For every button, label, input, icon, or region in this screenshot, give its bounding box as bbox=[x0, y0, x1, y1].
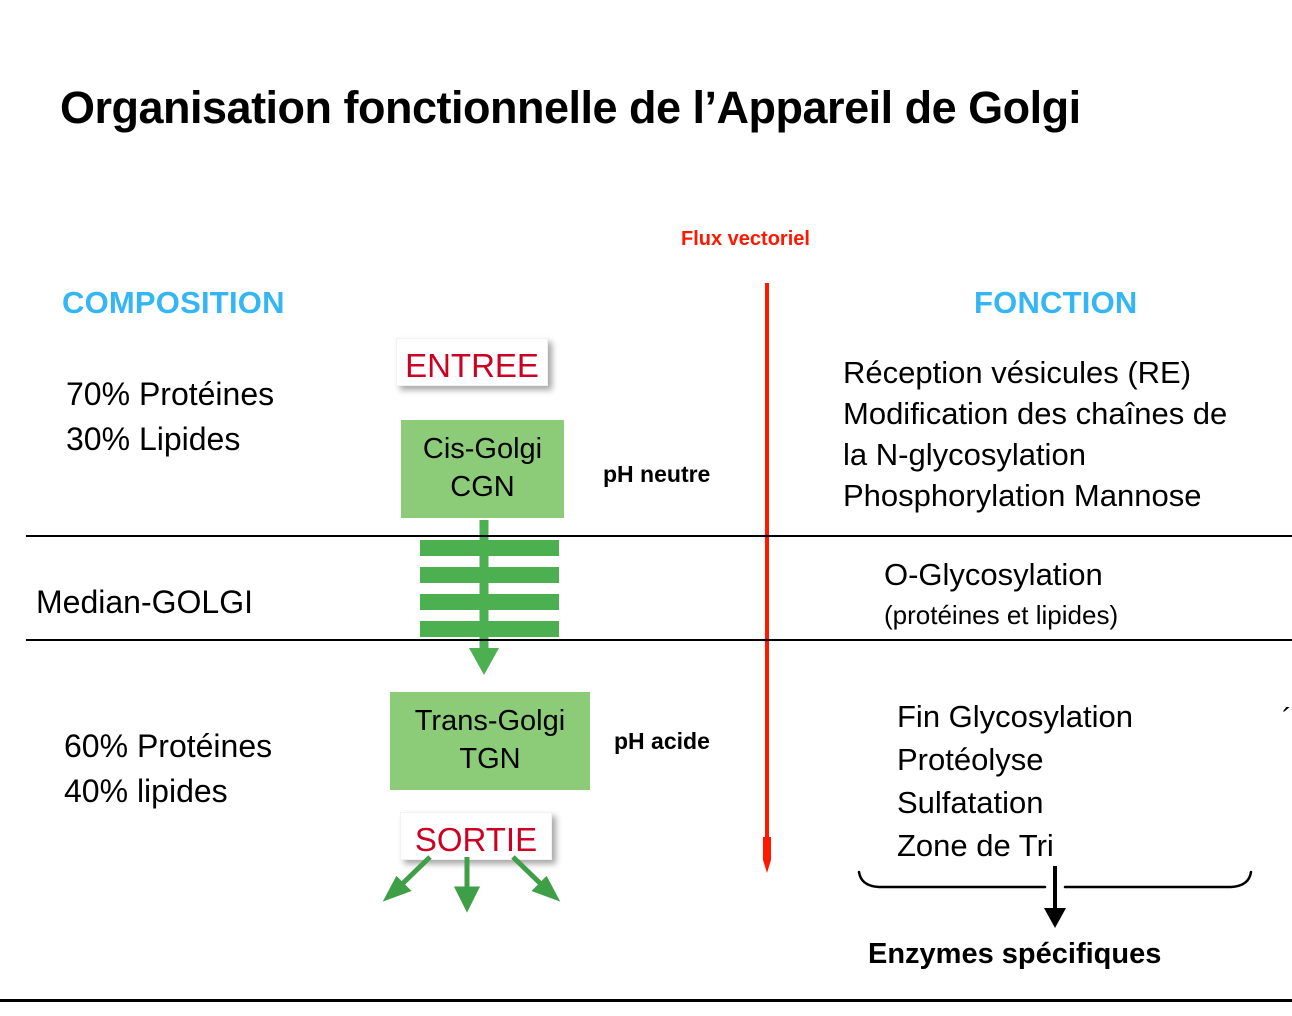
flux-vectoriel-arrow-icon bbox=[763, 283, 771, 873]
fonction-top-text: Réception vésicules (RE) Modification de… bbox=[843, 355, 1228, 513]
column-header-composition: COMPOSITION bbox=[62, 285, 285, 320]
brace-with-arrow-icon bbox=[857, 866, 1253, 928]
divider-line-bottom bbox=[0, 999, 1292, 1002]
divider-line-top bbox=[26, 535, 1292, 537]
sortie-box: SORTIE bbox=[400, 812, 552, 860]
ph-acide-label: pH acide bbox=[614, 728, 710, 754]
ph-neutre-label: pH neutre bbox=[603, 461, 711, 487]
clipped-glyph-mark: ´ bbox=[1282, 703, 1292, 736]
divider-line-middle bbox=[26, 639, 1292, 641]
enzymes-specifiques-label: Enzymes spécifiques bbox=[868, 938, 1162, 970]
composition-median-label: Median-GOLGI bbox=[36, 584, 253, 620]
fonction-median-main: O-Glycosylation bbox=[884, 557, 1103, 592]
entree-box: ENTREE bbox=[396, 338, 548, 386]
sortie-vesicle-arrows-icon bbox=[382, 855, 561, 913]
fonction-median-sub: (protéines et lipides) bbox=[884, 600, 1119, 630]
page-title: Organisation fonctionnelle de l’Appareil… bbox=[60, 82, 1081, 133]
cis-golgi-box: Cis-Golgi CGN bbox=[401, 420, 564, 518]
column-header-fonction: FONCTION bbox=[974, 285, 1138, 320]
median-golgi-cisternae-icon bbox=[420, 520, 559, 675]
composition-bottom-text: 60% Protéines 40% lipides bbox=[64, 728, 273, 809]
composition-top-text: 70% Protéines 30% Lipides bbox=[66, 376, 275, 457]
fonction-bottom-text: Fin Glycosylation Protéolyse Sulfatation… bbox=[897, 699, 1134, 863]
trans-golgi-box: Trans-Golgi TGN bbox=[390, 692, 590, 790]
flux-vectoriel-label: Flux vectoriel bbox=[681, 228, 810, 250]
